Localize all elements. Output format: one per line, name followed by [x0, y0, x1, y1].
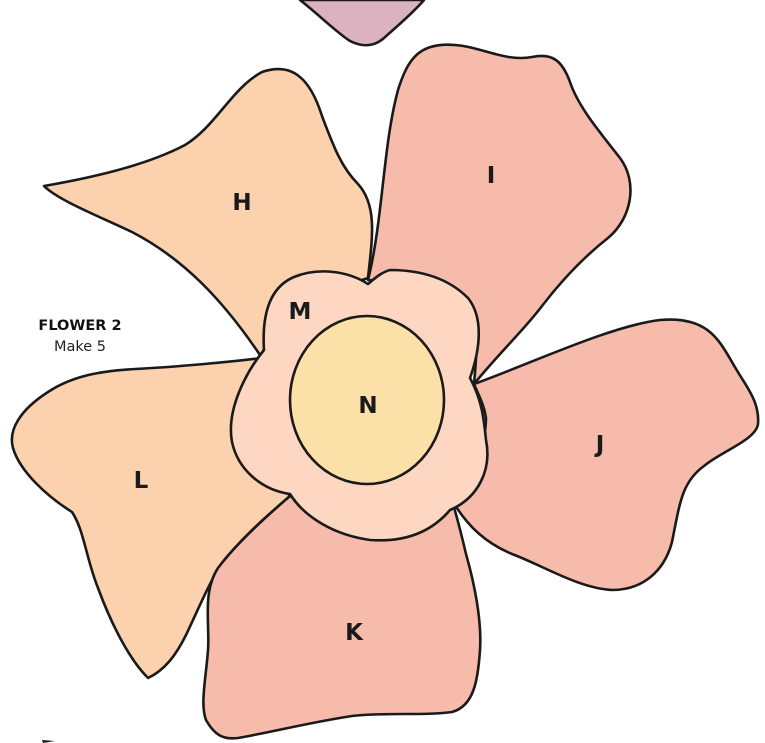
partial-petal-top — [300, 0, 424, 45]
label-I: I — [487, 163, 496, 189]
label-L: L — [134, 468, 149, 494]
petal-J — [452, 320, 758, 590]
label-J: J — [594, 432, 605, 458]
label-M: M — [289, 299, 312, 325]
label-H: H — [232, 190, 251, 216]
block-instruction: Make 5 — [54, 339, 106, 355]
label-N: N — [358, 393, 377, 419]
block-title: FLOWER 2 — [38, 318, 121, 334]
label-K: K — [345, 620, 364, 646]
